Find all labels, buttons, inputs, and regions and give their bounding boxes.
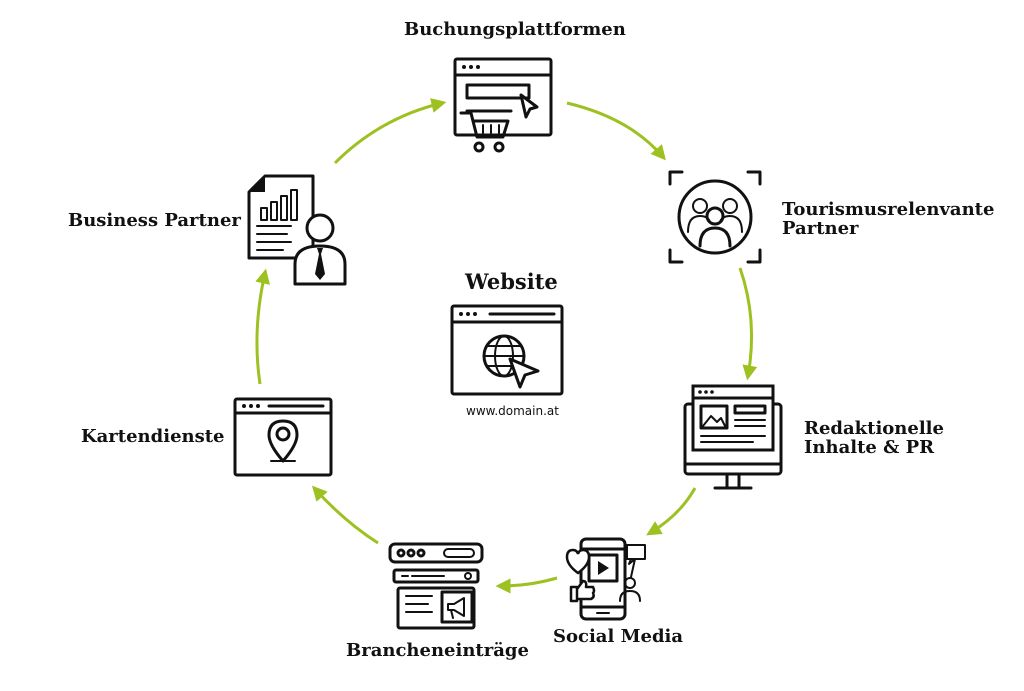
arrow-buchung-to-tourismus [566, 101, 666, 161]
label-buchungsplattformen: Buchungsplattformen [404, 19, 626, 40]
arrow-karten-to-business [255, 268, 270, 385]
business-partner-icon [247, 174, 347, 286]
label-kartendienste: Kartendienste [81, 426, 225, 447]
label-social-media: Social Media [553, 626, 684, 647]
arrow-redaktion-to-social [646, 487, 697, 536]
center-domain: www.domain.at [466, 404, 559, 418]
social-media-phone-icon [565, 535, 647, 623]
directory-listing-icon [388, 540, 484, 630]
editorial-monitor-icon [683, 384, 783, 494]
partner-group-icon [668, 170, 762, 264]
arrow-business-to-buchung [333, 98, 447, 165]
label-business-partner: Business Partner [68, 210, 241, 231]
label-brancheneintraege: Brancheneinträge [346, 640, 529, 661]
website-globe-icon [450, 304, 564, 396]
label-tourismus-line2: Partner [782, 218, 859, 239]
arrow-social-to-branchen [495, 576, 558, 594]
arrow-tourismus-to-redaktion [738, 267, 758, 381]
arrow-branchen-to-karten [311, 485, 379, 545]
label-redaktion-line2: Inhalte & PR [804, 437, 935, 458]
label-tourismus-line1: Tourismusrelenvante [782, 199, 995, 220]
label-redaktion-line1: Redaktionelle [804, 418, 944, 439]
map-pin-icon [233, 397, 333, 477]
center-title: Website [465, 269, 558, 294]
booking-cart-icon [453, 55, 553, 155]
